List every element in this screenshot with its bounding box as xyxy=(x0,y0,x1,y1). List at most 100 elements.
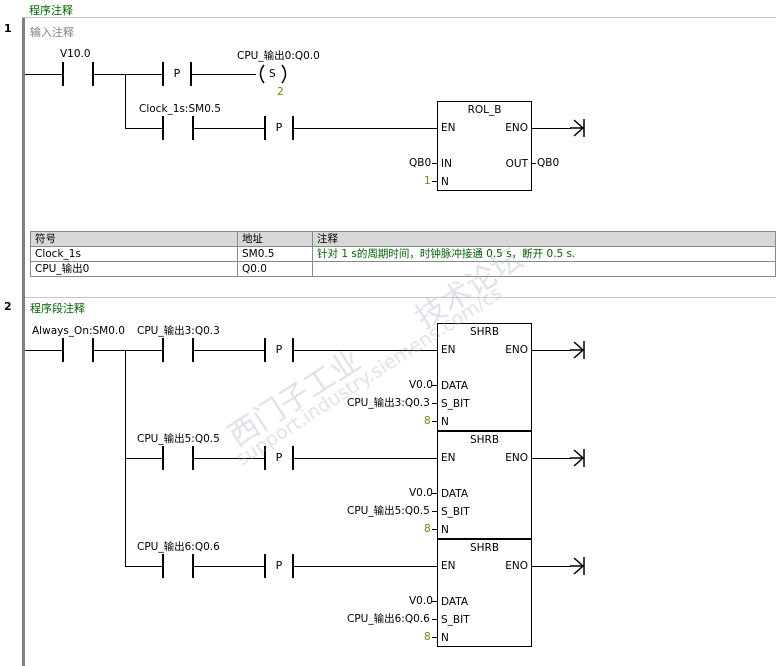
data-value: V0.0 xyxy=(409,595,433,607)
cell-symbol: CPU_输出0 xyxy=(30,261,238,277)
positive-transition[interactable]: P xyxy=(264,554,294,578)
wire xyxy=(194,566,264,567)
s-bit-value: CPU_输出3:Q0.3 xyxy=(347,397,430,409)
n-value: 8 xyxy=(424,415,431,427)
wire xyxy=(125,128,162,129)
header-address: 地址 xyxy=(237,231,313,247)
contact-v10-0[interactable] xyxy=(62,62,94,86)
pin-en: EN xyxy=(441,122,456,134)
pin-tick xyxy=(432,529,437,530)
coil-address: CPU_输出0:Q0.0 xyxy=(237,50,320,62)
cell-comment: 针对 1 s的周期时间，时钟脉冲接通 0.5 s，断开 0.5 s. xyxy=(312,246,776,262)
pin-tick xyxy=(432,637,437,638)
out-value: QB0 xyxy=(537,157,560,169)
contact-label: Clock_1s:SM0.5 xyxy=(139,103,221,115)
wire xyxy=(294,566,438,567)
pin-s-bit: S_BIT xyxy=(441,506,470,518)
network-separator xyxy=(22,296,776,298)
rol-b-block[interactable]: ROL_B EN ENO IN OUT N xyxy=(437,101,532,191)
n-value: 8 xyxy=(424,523,431,535)
positive-transition[interactable]: P xyxy=(162,62,192,86)
in-value: QB0 xyxy=(409,157,432,169)
positive-transition[interactable]: P xyxy=(264,116,294,140)
block-title: SHRB xyxy=(469,434,500,446)
pin-eno: ENO xyxy=(505,452,528,464)
wire xyxy=(294,350,438,351)
pin-data: DATA xyxy=(441,380,469,392)
program-comment: 程序注释 xyxy=(29,4,73,17)
pin-tick xyxy=(432,619,437,620)
pin-en: EN xyxy=(441,344,456,356)
wire xyxy=(531,458,571,459)
network-number[interactable]: 1 xyxy=(4,22,12,35)
table-row[interactable]: Clock_1s SM0.5 针对 1 s的周期时间，时钟脉冲接通 0.5 s，… xyxy=(30,246,776,262)
pin-n: N xyxy=(441,176,449,188)
contact-label: CPU_输出5:Q0.5 xyxy=(137,433,220,445)
wire xyxy=(194,128,264,129)
wire xyxy=(294,458,438,459)
shrb-block-2[interactable]: SHRB EN ENO DATA S_BIT N xyxy=(437,431,532,539)
pin-tick xyxy=(432,601,437,602)
eno-arrow-icon xyxy=(570,341,585,359)
data-value: V0.0 xyxy=(409,487,433,499)
cell-address: SM0.5 xyxy=(237,246,313,262)
p-label: P xyxy=(275,121,283,134)
network-comment[interactable]: 输入注释 xyxy=(30,26,74,39)
contact-q0-5[interactable] xyxy=(162,446,194,470)
pin-data: DATA xyxy=(441,596,469,608)
block-title: SHRB xyxy=(469,542,500,554)
positive-transition[interactable]: P xyxy=(264,446,294,470)
contact-label: Always_On:SM0.0 xyxy=(32,325,125,337)
shrb-block-1[interactable]: SHRB EN ENO DATA S_BIT N xyxy=(437,323,532,431)
n-value: 1 xyxy=(424,175,431,187)
wire xyxy=(125,74,126,128)
shrb-block-3[interactable]: SHRB EN ENO DATA S_BIT N xyxy=(437,539,532,647)
data-value: V0.0 xyxy=(409,379,433,391)
pin-tick xyxy=(432,385,437,386)
header-comment: 注释 xyxy=(312,231,776,247)
coil-type: S xyxy=(269,68,276,80)
pin-s-bit: S_BIT xyxy=(441,398,470,410)
wire xyxy=(94,74,162,75)
wire xyxy=(125,458,162,459)
contact-label: CPU_输出3:Q0.3 xyxy=(137,325,220,337)
pin-eno: ENO xyxy=(505,344,528,356)
contact-q0-3[interactable] xyxy=(162,338,194,362)
pin-tick xyxy=(531,163,536,164)
symbol-table-header: 符号 地址 注释 xyxy=(30,231,776,247)
symbol-table[interactable]: 符号 地址 注释 Clock_1s SM0.5 针对 1 s的周期时间，时钟脉冲… xyxy=(30,231,776,277)
block-title: SHRB xyxy=(469,326,500,338)
left-power-rail xyxy=(22,296,25,666)
wire xyxy=(531,350,571,351)
positive-transition[interactable]: P xyxy=(264,338,294,362)
wire xyxy=(25,74,63,75)
contact-label: V10.0 xyxy=(60,48,91,60)
pin-out: OUT xyxy=(505,158,528,170)
header-symbol: 符号 xyxy=(30,231,238,247)
pin-en: EN xyxy=(441,452,456,464)
p-label: P xyxy=(173,67,181,80)
table-row[interactable]: CPU_输出0 Q0.0 xyxy=(30,261,776,277)
network-number[interactable]: 2 xyxy=(4,300,12,313)
left-power-rail xyxy=(22,18,25,296)
pin-in: IN xyxy=(441,158,452,170)
pin-s-bit: S_BIT xyxy=(441,614,470,626)
contact-clock-1s[interactable] xyxy=(162,116,194,140)
contact-always-on[interactable] xyxy=(62,338,94,362)
pin-eno: ENO xyxy=(505,122,528,134)
p-label: P xyxy=(275,343,283,356)
pin-tick xyxy=(432,421,437,422)
pin-tick xyxy=(432,511,437,512)
wire xyxy=(192,74,256,75)
coil-count: 2 xyxy=(277,86,284,98)
cell-comment xyxy=(312,261,776,277)
eno-arrow-icon xyxy=(570,557,585,575)
program-comment-bar[interactable]: 程序注释 xyxy=(22,0,776,18)
wire xyxy=(194,458,264,459)
contact-q0-6[interactable] xyxy=(162,554,194,578)
cell-address: Q0.0 xyxy=(237,261,313,277)
network-comment[interactable]: 程序段注释 xyxy=(30,302,85,315)
set-coil[interactable] xyxy=(256,63,290,85)
pin-n: N xyxy=(441,416,449,428)
wire xyxy=(531,566,571,567)
